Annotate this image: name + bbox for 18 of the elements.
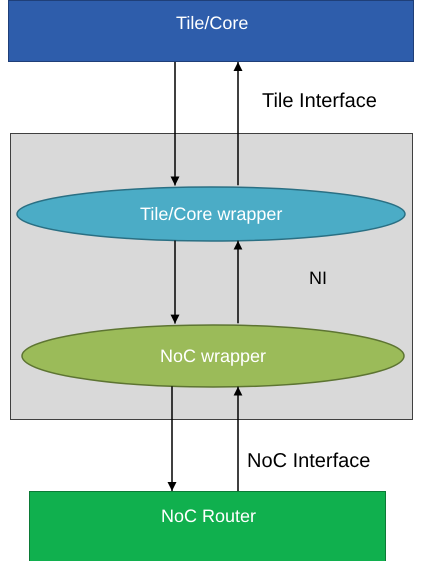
- component-box: [8, 0, 414, 62]
- node-label: NoC wrapper: [160, 346, 266, 366]
- container-box: [10, 133, 413, 420]
- node-label: Tile/Core: [176, 13, 248, 34]
- arrow: [168, 386, 176, 491]
- node-label: Tile/Core wrapper: [140, 204, 282, 224]
- component-box: [29, 491, 386, 561]
- interface-label: Tile Interface: [262, 90, 377, 113]
- wrapper-ellipse: [21, 324, 405, 388]
- arrow: [170, 240, 180, 324]
- node-label: NI: [309, 268, 327, 289]
- arrow: [170, 62, 180, 186]
- wrapper-ellipse: [16, 186, 406, 242]
- arrow: [234, 386, 242, 491]
- arrow: [234, 240, 242, 324]
- interface-label: NoC Interface: [247, 450, 370, 473]
- node-label: NoC Router: [161, 506, 256, 527]
- arrow: [234, 62, 242, 186]
